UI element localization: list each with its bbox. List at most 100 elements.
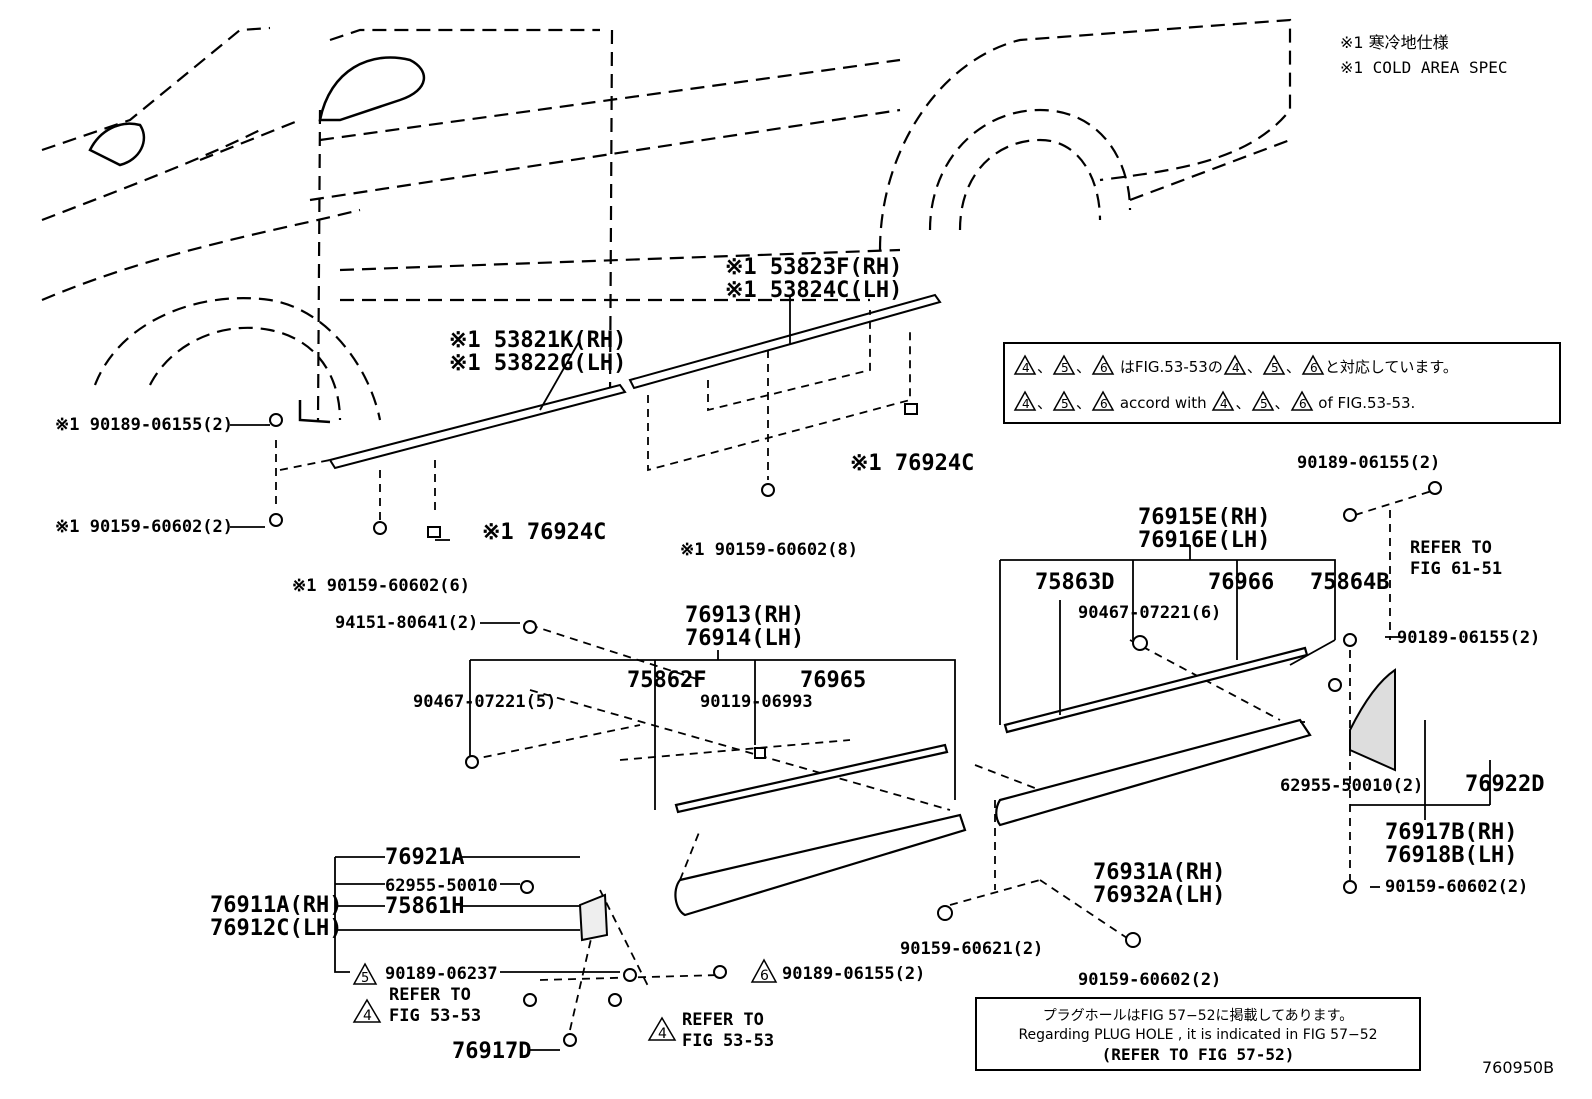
part-label-90159-60602-8: ※1 90159-60602(8)	[680, 540, 859, 560]
triangle-5-icon: 5	[1262, 354, 1286, 375]
part-label-90189-06155-bottom: 90189-06155(2)	[782, 964, 926, 984]
part-label-53824C: ※1 53824C(LH)	[725, 278, 903, 303]
part-label-90189-06155-right-mid: 90189-06155(2)	[1397, 628, 1541, 648]
triangle-4-icon: 4	[1212, 390, 1235, 411]
part-label-90189-06155-left: ※1 90189-06155(2)	[55, 415, 234, 435]
part-label-76966: 76966	[1208, 570, 1275, 595]
part-label-90467-07221-5: 90467-07221(5)	[413, 692, 557, 712]
part-label-76932A: 76932A(LH)	[1093, 883, 1226, 908]
part-label-94151-80641: 94151-80641(2)	[335, 613, 479, 633]
triangle-4-icon: 4	[1223, 354, 1247, 375]
part-label-76916E: 76916E(LH)	[1138, 528, 1271, 553]
part-label-76931A: 76931A(RH)	[1093, 860, 1226, 885]
part-label-90119-06993: 90119-06993	[700, 692, 813, 712]
side-mirror	[318, 56, 426, 122]
svg-text:6: 6	[1100, 397, 1108, 411]
part-label-90159-60602-right: 90159-60602(2)	[1385, 877, 1529, 897]
triangle-4-icon: 4	[1013, 354, 1037, 375]
leader-dashes	[275, 310, 1436, 1031]
part-label-90159-60602-left: ※1 90159-60602(2)	[55, 517, 234, 537]
svg-text:5: 5	[1061, 361, 1069, 375]
plug-hole-note-box: プラグホールはFIG 57−52に掲載してあります。 Regarding PLU…	[975, 997, 1421, 1071]
part-label-76924C-b: ※1 76924C	[850, 451, 975, 476]
fastener-icons	[269, 403, 1442, 1047]
part-label-76965: 76965	[800, 668, 867, 693]
svg-text:4: 4	[1022, 397, 1030, 411]
refer-fig-53-53-a-line1: REFER TO	[389, 985, 471, 1005]
cold-area-note-en: ※1 COLD AREA SPEC	[1340, 58, 1508, 77]
cold-area-note-jp: ※1 寒冷地仕様	[1340, 33, 1449, 52]
plug-hole-note-refer: (REFER TO FIG 57-52)	[1101, 1045, 1295, 1064]
triangle-5-icon: 5	[1052, 354, 1076, 375]
part-label-75864B: 75864B	[1310, 570, 1390, 595]
triangle-6-icon: 6	[1091, 354, 1115, 375]
triangle-6-icon: 6	[1301, 354, 1325, 375]
part-label-76913: 76913(RH)	[685, 603, 805, 628]
triangle-4-callout: 4	[352, 998, 382, 1028]
part-label-76914: 76914(LH)	[685, 626, 805, 651]
correspondence-note-en: 4、5、6 accord with 4、5、6 of FIG.53-53.	[1013, 390, 1415, 413]
triangle-4-icon: 4	[352, 998, 382, 1024]
triangle-4-callout-bottom: 4	[647, 1016, 677, 1046]
part-label-76915E: 76915E(RH)	[1138, 505, 1271, 530]
part-label-76912C: 76912C(LH)	[210, 916, 343, 941]
triangle-4-icon: 4	[1013, 390, 1037, 411]
part-label-76917D: 76917D	[452, 1039, 532, 1064]
triangle-4-icon: 4	[647, 1016, 677, 1042]
part-label-75861H: 75861H	[385, 894, 465, 919]
part-label-76911A: 76911A(RH)	[210, 893, 343, 918]
part-label-90189-06155-right-top: 90189-06155(2)	[1297, 453, 1441, 473]
svg-text:5: 5	[361, 971, 369, 986]
figure-id: 760950B	[1482, 1058, 1555, 1077]
svg-text:6: 6	[1299, 397, 1307, 411]
refer-fig-53-53-a-line2: FIG 53-53	[389, 1006, 482, 1026]
triangle-6-icon: 6	[1290, 390, 1313, 411]
part-label-53821K: ※1 53821K(RH)	[449, 328, 627, 353]
part-label-76917B: 76917B(RH)	[1385, 820, 1518, 845]
triangle-5-icon: 5	[1251, 390, 1274, 411]
refer-fig-61-51-line1: REFER TO	[1410, 538, 1492, 558]
svg-text:4: 4	[1022, 361, 1030, 375]
side-step-rear	[995, 646, 1312, 827]
sill-rail-front	[328, 383, 627, 470]
svg-text:5: 5	[1260, 397, 1268, 411]
refer-fig-53-53-b-line1: REFER TO	[682, 1010, 764, 1030]
front-bracket	[578, 893, 609, 942]
part-label-62955-50010: 62955-50010	[385, 876, 498, 896]
part-label-76922D: 76922D	[1465, 772, 1545, 797]
svg-text:6: 6	[1100, 361, 1108, 375]
part-label-90159-60602-6: ※1 90159-60602(6)	[292, 576, 471, 596]
mudguard	[1349, 668, 1396, 772]
triangle-6-callout: 6	[750, 958, 778, 988]
part-label-76918B: 76918B(LH)	[1385, 843, 1518, 868]
refer-fig-53-53-b-line2: FIG 53-53	[682, 1031, 775, 1051]
part-label-90159-60602-bottom: 90159-60602(2)	[1078, 970, 1222, 990]
part-label-90189-06237: 90189-06237	[385, 964, 498, 984]
svg-text:4: 4	[1232, 361, 1240, 375]
svg-text:5: 5	[1061, 397, 1069, 411]
part-label-90159-60621: 90159-60621(2)	[900, 939, 1044, 959]
label-brackets	[230, 295, 1491, 1051]
sill-rail-rear	[628, 293, 942, 390]
plug-hole-note-jp: プラグホールはFIG 57−52に掲載してあります。	[1042, 1008, 1354, 1024]
triangle-6-icon: 6	[1091, 390, 1115, 411]
part-label-75862F: 75862F	[627, 668, 707, 693]
svg-text:4: 4	[363, 1008, 372, 1024]
triangle-5-callout: 5	[352, 962, 378, 990]
part-label-53822G: ※1 53822G(LH)	[449, 351, 627, 376]
svg-text:4: 4	[658, 1026, 667, 1042]
part-label-76921A: 76921A	[385, 845, 465, 870]
side-step-front	[674, 743, 967, 917]
door-handle	[88, 122, 146, 167]
part-label-90467-07221-6: 90467-07221(6)	[1078, 603, 1222, 623]
triangle-5-icon: 5	[352, 962, 378, 986]
vehicle-body-outline	[41, 18, 1292, 421]
part-label-62955-50010-2: 62955-50010(2)	[1280, 776, 1424, 796]
svg-text:6: 6	[1310, 361, 1318, 375]
part-label-75863D: 75863D	[1035, 570, 1115, 595]
triangle-6-icon: 6	[750, 958, 778, 984]
part-label-53823F: ※1 53823F(RH)	[725, 255, 903, 280]
